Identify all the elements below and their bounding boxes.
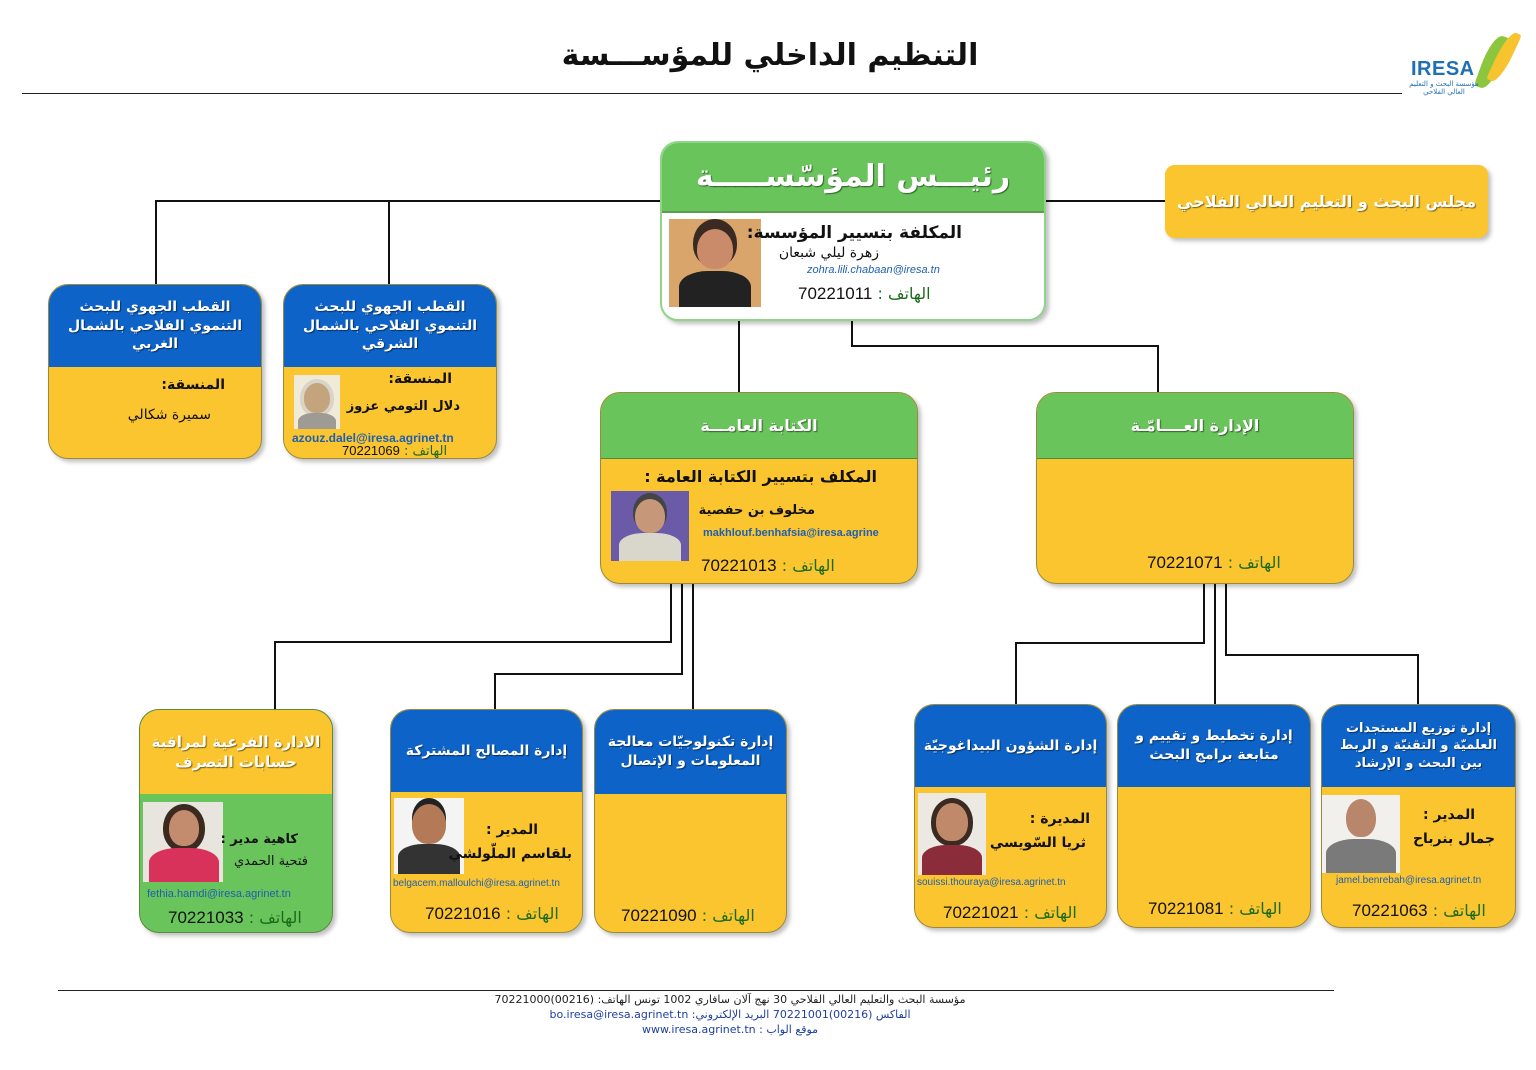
pedagogy-email[interactable]: souissi.thouraya@iresa.agrinet.tn (917, 877, 1066, 888)
secretariat-box: الكتابة العامـــة المكلف بتسيير الكتابة … (600, 392, 918, 584)
secretariat-name: مخلوف بن حفصية (698, 503, 815, 518)
council-box: مجلس البحث و التعليم العالي الفلاحي (1165, 165, 1488, 238)
dissemination-role: المدير : (1423, 807, 1475, 823)
general-admin-phone: الهاتف : 70221071 (1147, 553, 1281, 572)
pole-ne-phone: الهاتف : 70221069 (342, 443, 448, 459)
president-role: المكلفة بتسيير المؤسسة: (746, 223, 962, 243)
pedagogy-header: إدارة الشؤون البيداغوجيّة (915, 705, 1106, 787)
logo-text: IRESA (1411, 58, 1475, 80)
general-admin-header: الإدارة العــــامّـة (1037, 393, 1353, 459)
shared-services-box: إدارة المصالح المشتركة المدير : بلقاسم ا… (390, 709, 583, 933)
planning-phone: الهاتف : 70221081 (1148, 899, 1282, 918)
pole-ne-header: القطب الجهوي للبحث التنموي الفلاحي بالشم… (284, 285, 496, 367)
shared-services-header: إدارة المصالح المشتركة (391, 710, 582, 792)
shared-services-email[interactable]: belgacem.malloulchi@iresa.agrinet.tn (393, 878, 560, 889)
pole-ne-photo (294, 375, 340, 429)
audit-phone: الهاتف : 70221033 (168, 908, 302, 927)
it-header: إدارة تكنولوجيّات معالجة المعلومات و الإ… (595, 710, 786, 794)
dissemination-photo (1322, 795, 1400, 873)
president-name: زهرة ليلي شبعان (778, 245, 879, 261)
pedagogy-phone: الهاتف : 70221021 (943, 903, 1077, 922)
pole-ne-box: القطب الجهوي للبحث التنموي الفلاحي بالشم… (283, 284, 497, 459)
dissemination-name: جمال بنرباح (1412, 831, 1495, 847)
planning-box: إدارة تخطيط و تقييم و متابعة برامج البحث… (1117, 704, 1311, 928)
pole-ne-role: المنسقة: (388, 371, 452, 387)
footer-divider (58, 990, 1334, 991)
pole-nw-role: المنسقة: (161, 377, 225, 393)
president-email[interactable]: zohra.lili.chabaan@iresa.tn (807, 264, 940, 276)
secretariat-header: الكتابة العامـــة (601, 393, 917, 459)
audit-name: فتحية الحمدي (233, 854, 308, 869)
shared-services-phone: الهاتف : 70221016 (425, 904, 559, 923)
pole-ne-email[interactable]: azouz.dalel@iresa.agrinet.tn (292, 431, 454, 445)
president-photo (669, 219, 761, 307)
footer-line-1: مؤسسة البحث والتعليم العالي الفلاحي 30 ن… (494, 993, 966, 1006)
shared-services-name: بلقاسم الملّولشي (448, 846, 572, 862)
shared-services-photo (394, 798, 464, 874)
dissemination-email[interactable]: jamel.benrebah@iresa.agrinet.tn (1336, 875, 1482, 886)
pole-nw-name: سميرة شكالي (127, 407, 211, 423)
secretariat-phone: الهاتف : 70221013 (701, 556, 835, 575)
page-title: التنظيم الداخلي للمؤســـسة (561, 38, 979, 73)
footer-line-2: الفاكس (00216)70221001 البريد الإلكتروني… (549, 1008, 911, 1021)
secretariat-photo (611, 491, 689, 561)
secretariat-role: المكلف بتسيير الكتابة العامة : (644, 467, 877, 486)
general-admin-box: الإدارة العــــامّـة الهاتف : 70221071 (1036, 392, 1354, 584)
pole-ne-name: دلال التومي عزوز (346, 399, 460, 414)
council-label: مجلس البحث و التعليم العالي الفلاحي (1165, 165, 1488, 238)
it-box: إدارة تكنولوجيّات معالجة المعلومات و الإ… (594, 709, 787, 933)
pedagogy-photo (918, 793, 986, 875)
pole-nw-header: القطب الجهوي للبحث التنموي الفلاحي بالشم… (49, 285, 261, 367)
dissemination-phone: الهاتف : 70221063 (1352, 901, 1486, 920)
iresa-logo: IRESA مؤسسة البحث و التعليم العالي الفلا… (1405, 28, 1522, 96)
audit-header: الادارة الفرعية لمراقبة حسابات التصرف (140, 710, 332, 794)
logo-subtitle: مؤسسة البحث و التعليم العالي الفلاحي (1409, 80, 1479, 96)
pedagogy-role: المديرة : (1029, 811, 1090, 827)
planning-header: إدارة تخطيط و تقييم و متابعة برامج البحث (1118, 705, 1310, 787)
dissemination-header: إدارة توزيع المستجدات العلميّة و التقنيّ… (1322, 705, 1515, 787)
audit-photo (143, 802, 223, 882)
president-header: رئيـــس المؤسّســـــة (662, 143, 1044, 213)
pedagogy-name: ثريا السّويسي (989, 835, 1086, 851)
pole-nw-box: القطب الجهوي للبحث التنموي الفلاحي بالشم… (48, 284, 262, 459)
it-phone: الهاتف : 70221090 (621, 906, 755, 925)
shared-services-role: المدير : (486, 822, 538, 838)
pedagogy-box: إدارة الشؤون البيداغوجيّة المديرة : ثريا… (914, 704, 1107, 928)
audit-role: كاهية مدير : (220, 832, 298, 847)
audit-email[interactable]: fethia.hamdi@iresa.agrinet.tn (147, 888, 291, 900)
secretariat-email[interactable]: makhlouf.benhafsia@iresa.agrine (703, 527, 879, 539)
president-phone: الهاتف : 70221011 (798, 284, 931, 303)
header-divider (22, 93, 1402, 94)
audit-box: الادارة الفرعية لمراقبة حسابات التصرف كا… (139, 709, 333, 933)
footer-line-3: موقع الواب : www.iresa.agrinet.tn (641, 1023, 819, 1036)
president-box: رئيـــس المؤسّســـــة المكلفة بتسيير الم… (660, 141, 1046, 321)
dissemination-box: إدارة توزيع المستجدات العلميّة و التقنيّ… (1321, 704, 1516, 928)
